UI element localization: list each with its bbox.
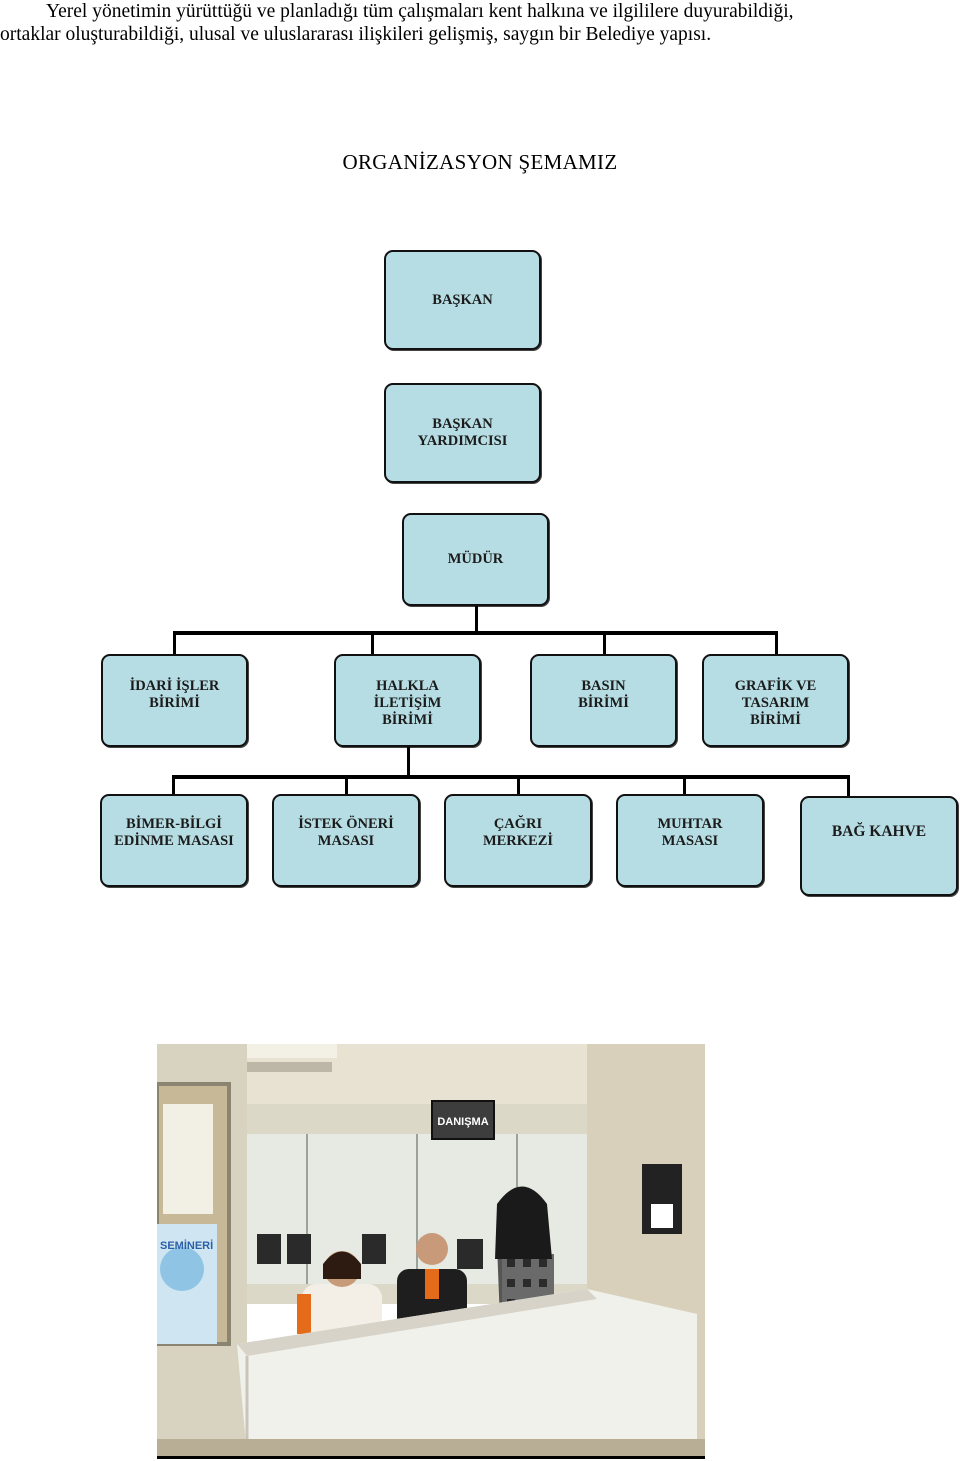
node-bag-kahve: BAĞ KAHVE bbox=[800, 796, 958, 896]
node-basin: BASIN BİRİMİ bbox=[530, 654, 677, 747]
node-muhtar: MUHTAR MASASI bbox=[616, 794, 764, 887]
danisma-sign-text: DANIŞMA bbox=[437, 1116, 488, 1128]
node-mudur: MÜDÜR bbox=[402, 513, 549, 606]
connector-unit-1 bbox=[173, 631, 176, 656]
node-istek-oneri: İSTEK ÖNERİ MASASI bbox=[272, 794, 420, 887]
connector-desk-2 bbox=[345, 775, 348, 796]
intro-line-1: Yerel yönetimin yürüttüğü ve planladığı … bbox=[46, 1, 794, 22]
connector-desk-5 bbox=[847, 775, 850, 798]
connector-unit-2 bbox=[371, 631, 374, 656]
poster-text: SEMİNERİ bbox=[160, 1239, 213, 1252]
connector-mudur-down bbox=[475, 606, 478, 634]
node-cagri-merkezi: ÇAĞRI MERKEZİ bbox=[444, 794, 592, 887]
connector-desk-4 bbox=[683, 775, 686, 796]
node-grafik-tasarim: GRAFİK VE TASARIM BİRİMİ bbox=[702, 654, 849, 747]
connector-unit-4 bbox=[775, 631, 778, 656]
connector-desk-3 bbox=[517, 775, 520, 796]
org-chart-title: ORGANİZASYON ŞEMAMIZ bbox=[342, 150, 618, 174]
node-bimer: BİMER-BİLGİ EDİNME MASASI bbox=[100, 794, 248, 887]
office-photo: SEMİNERİ DANIŞMA bbox=[157, 1044, 705, 1459]
node-baskan: BAŞKAN bbox=[384, 250, 541, 350]
connector-desk-1 bbox=[172, 775, 175, 796]
connector-unit-3 bbox=[603, 631, 606, 656]
intro-line-2: ortaklar oluşturabildiği, ulusal ve ulus… bbox=[0, 24, 712, 45]
connector-halkla-down bbox=[407, 747, 410, 778]
connector-units-bar bbox=[173, 631, 778, 635]
node-baskan-yardimcisi: BAŞKAN YARDIMCISI bbox=[384, 383, 541, 483]
node-idari-isler: İDARİ İŞLER BİRİMİ bbox=[101, 654, 248, 747]
node-halkla-iletisim: HALKLA İLETİŞİM BİRİMİ bbox=[334, 654, 481, 747]
office-photo-illustration: SEMİNERİ DANIŞMA bbox=[157, 1044, 705, 1456]
intro-paragraph: Yerel yönetimin yürüttüğü ve planladığı … bbox=[0, 0, 960, 46]
connector-desks-bar bbox=[172, 775, 850, 779]
